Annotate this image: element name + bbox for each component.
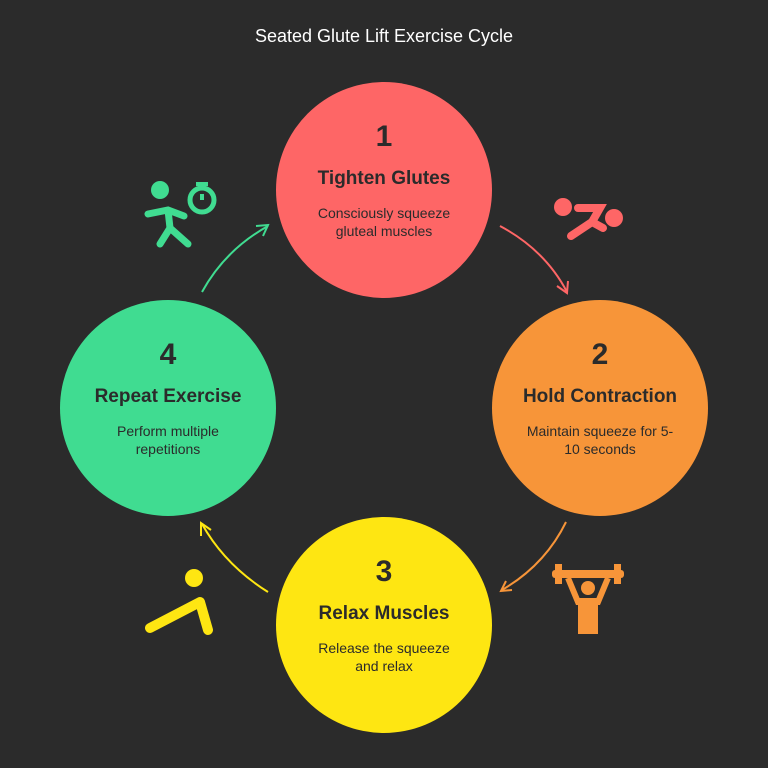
arrow-4-to-1 [201,225,269,293]
step-description: Maintain squeeze for 5-10 seconds [526,423,674,457]
step-heading: Relax Muscles [318,603,450,624]
arrow-2-to-3 [501,521,567,591]
step-heading: Hold Contraction [522,386,678,407]
step-heading: Tighten Glutes [317,168,451,189]
step-2-circle: 2 Hold Contraction Maintain squeeze for … [492,300,708,516]
step-number: 4 [159,338,177,371]
step-heading: Repeat Exercise [94,386,242,407]
step-description: Release the squeeze and relax [318,640,450,674]
step-number: 3 [375,555,393,588]
runner-stopwatch-icon [144,181,217,248]
weightlifter-icon [552,564,624,634]
step-3-circle: 3 Relax Muscles Release the squeeze and … [276,517,492,733]
step-4-circle: 4 Repeat Exercise Perform multiple repet… [60,300,276,516]
stretching-person-icon [554,198,623,240]
diagram-title: Seated Glute Lift Exercise Cycle [254,26,514,46]
arrow-1-to-2 [499,225,568,293]
arrow-3-to-4 [201,523,269,593]
step-description: Consciously squeeze gluteal muscles [317,205,451,239]
step-1-circle: 1 Tighten Glutes Consciously squeeze glu… [276,82,492,298]
step-number: 1 [375,120,393,153]
step-number: 2 [591,338,609,371]
resting-person-icon [145,569,213,635]
step-description: Perform multiple repetitions [117,423,219,457]
